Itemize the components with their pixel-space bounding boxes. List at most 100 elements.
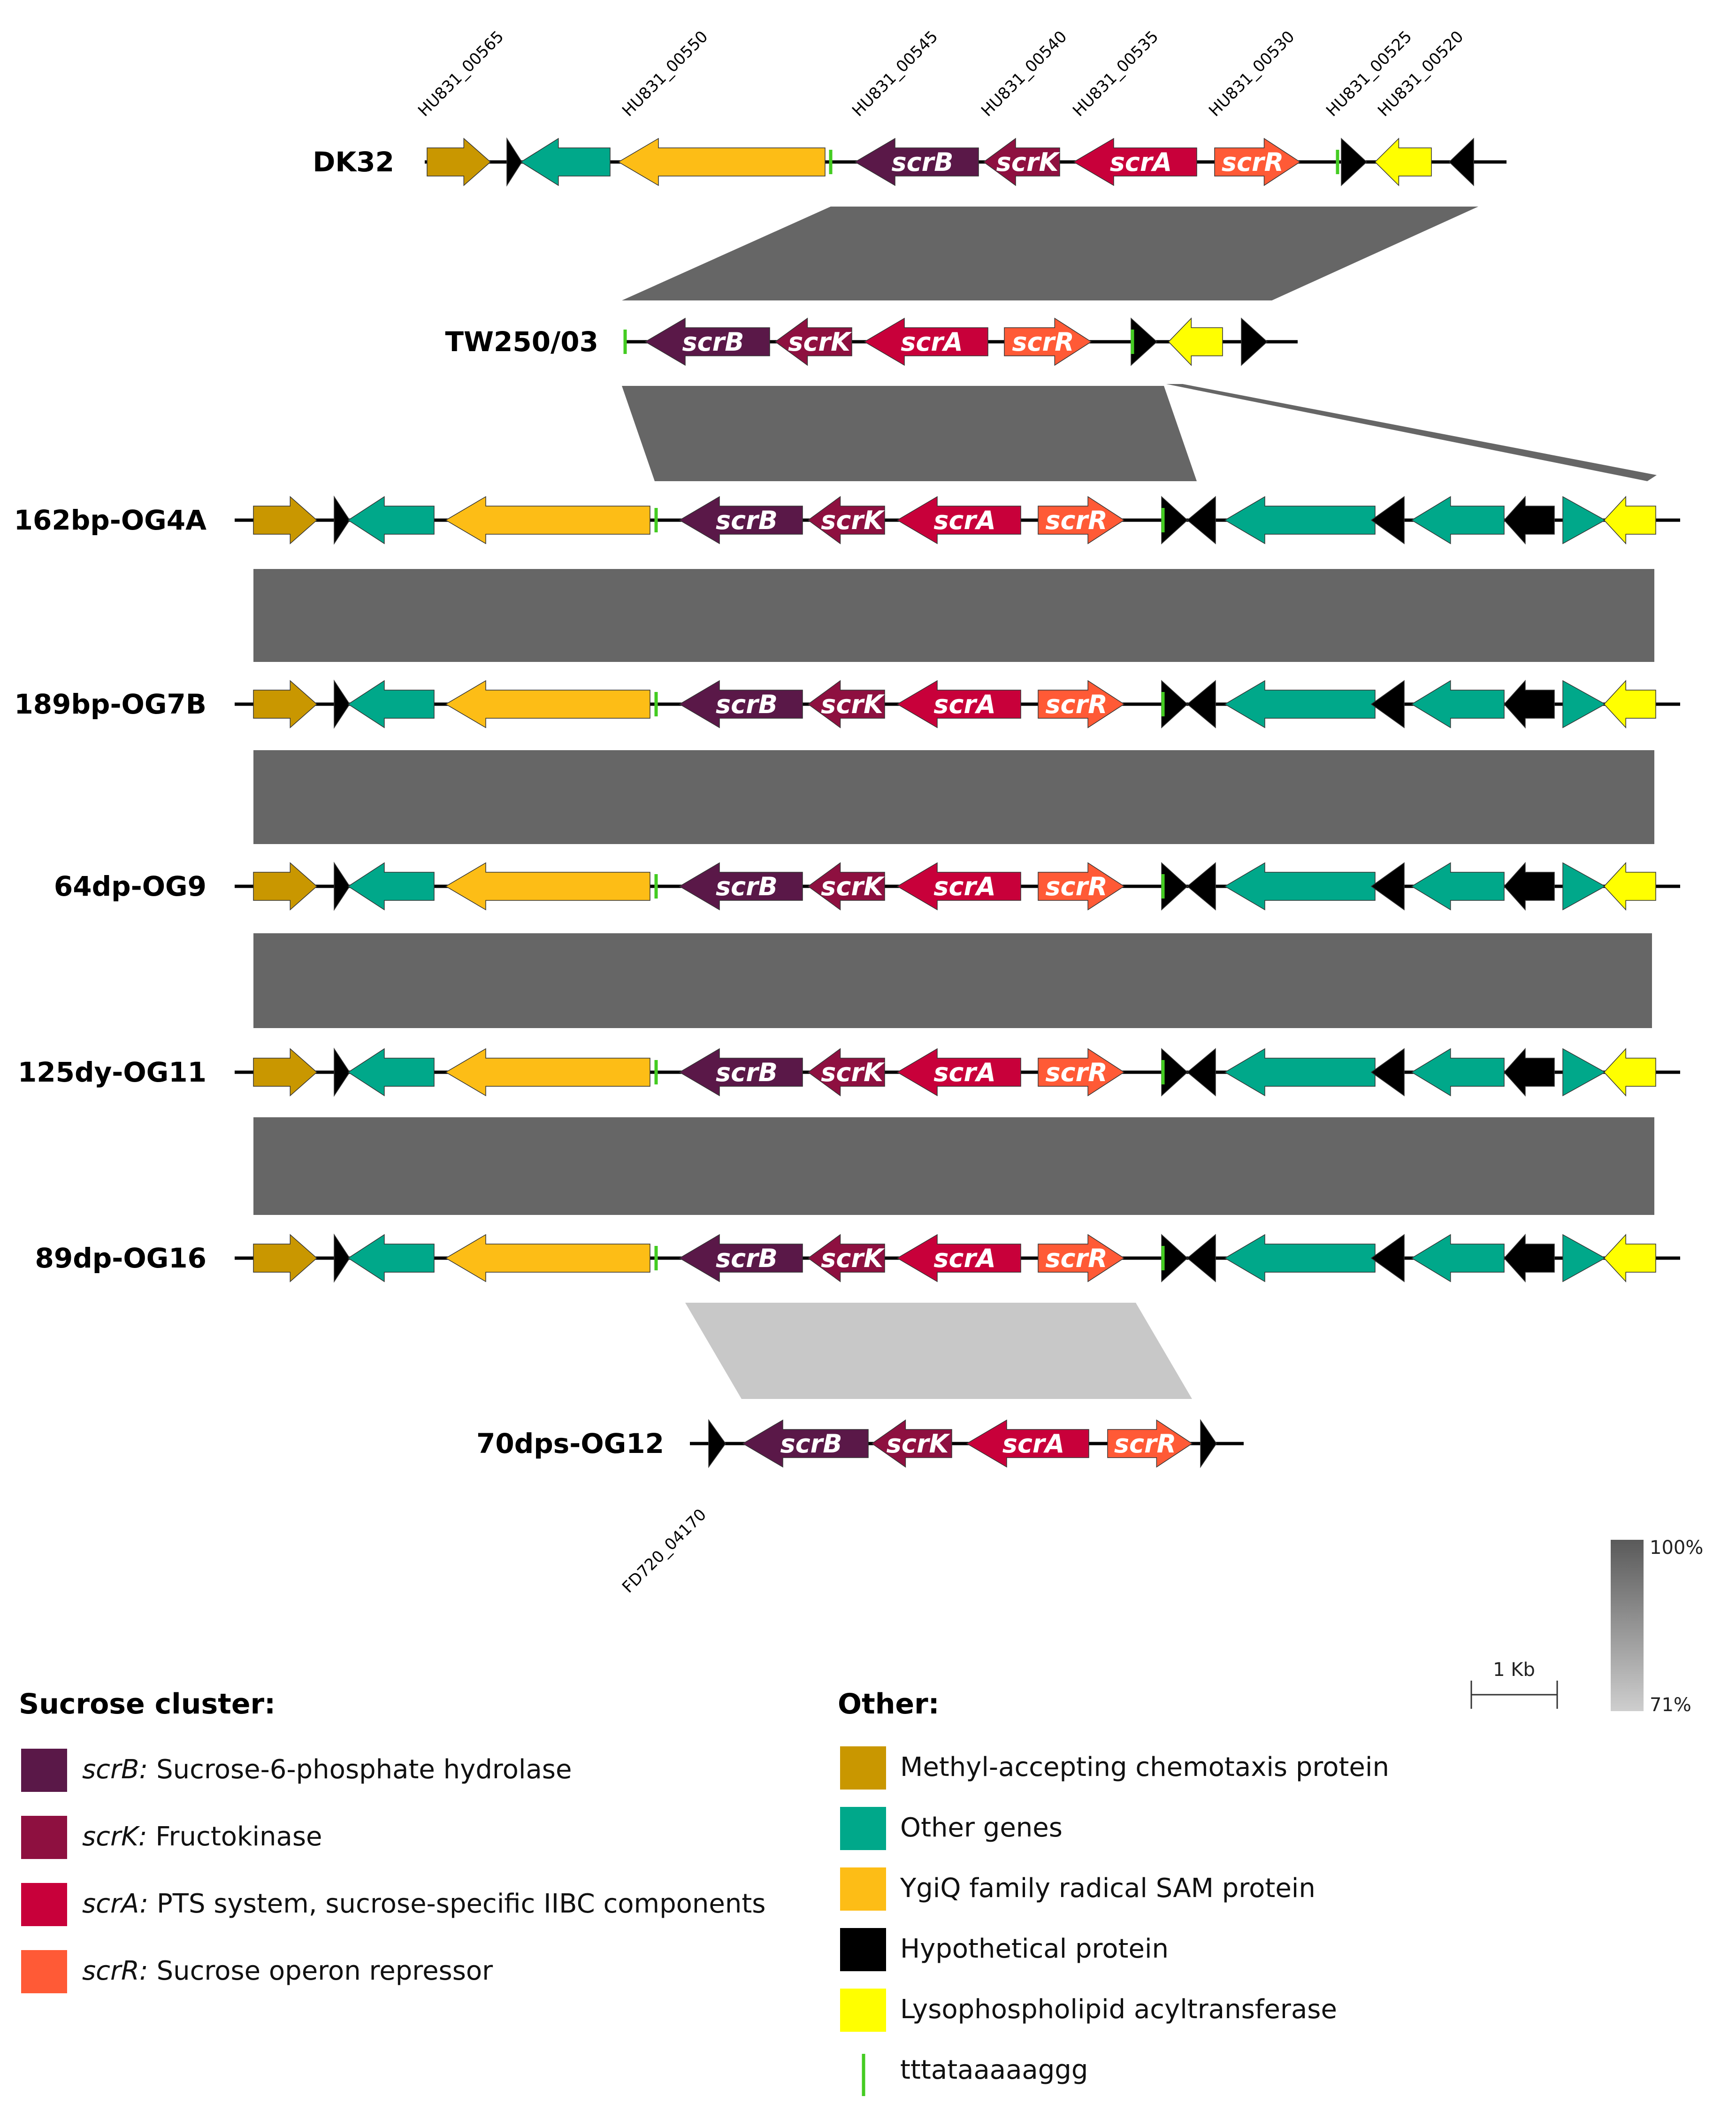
gene-name-scrR: scrR [1045, 1058, 1107, 1087]
gene-arrow-hyp [708, 1419, 726, 1468]
gene-arrow-scrB [854, 138, 979, 186]
gene-arrow-scrR [1038, 680, 1125, 729]
legend-swatch-lyso [840, 1989, 886, 2032]
gene-arrow-scrR [1038, 496, 1125, 545]
gene-arrow-lyso [1603, 862, 1656, 911]
gene-arrow-hyp [1186, 680, 1216, 729]
gene-arrow-scrB [742, 1419, 869, 1468]
legend-swatch-mcp [840, 1746, 886, 1790]
gene-arrow-scrK [774, 317, 852, 366]
gene-arrow-hyp [1161, 862, 1188, 911]
gene-arrow-scrA [896, 1234, 1021, 1283]
legend-item-scrA: scrA: PTS system, sucrose-specific IIBC … [82, 1889, 765, 1919]
gene-name-scrB: scrB [716, 872, 778, 901]
homology-band-og4a-og7b [253, 569, 1654, 662]
gene-arrow-scrB [644, 317, 770, 366]
gene-arrow-ygiq [618, 138, 826, 186]
gene-arrow-hyp [1131, 317, 1158, 366]
gene-name-scrR: scrR [1045, 1244, 1107, 1273]
gene-arrow-scrR [1004, 317, 1092, 366]
gene-name-scrA: scrA [1002, 1429, 1065, 1459]
gene-name-scrR: scrR [1114, 1429, 1176, 1459]
gene-arrow-scrK [807, 680, 885, 729]
gene-arrow-mcp [253, 680, 318, 729]
gene-arrow-lyso [1168, 317, 1223, 366]
locus-tag: HU831_00525 [1323, 27, 1415, 120]
legend-swatch-hyp [840, 1928, 886, 1971]
homology-band-og9-og11 [253, 933, 1652, 1028]
identity-max-label: 100% [1650, 1537, 1703, 1559]
legend-item-mcp: Methyl-accepting chemotaxis protein [900, 1752, 1389, 1782]
gene-arrow-scrK [807, 1234, 885, 1283]
gene-arrow-other [1562, 680, 1606, 729]
track-label: DK32 [313, 146, 394, 178]
gene-arrow-hyp [334, 495, 350, 545]
gene-arrow-ygiq [445, 680, 650, 729]
gene-arrow-scrA [896, 1048, 1021, 1097]
gene-name-scrB: scrB [716, 1058, 778, 1087]
gene-arrow-scrB [679, 1234, 803, 1283]
legend-swatch-scrB [21, 1749, 67, 1792]
gene-name-scrK: scrK [887, 1429, 951, 1459]
gene-arrow-hyp [334, 1233, 350, 1283]
gene-arrow-hyp [1370, 496, 1405, 545]
legend-item-scrK: scrK: Fructokinase [82, 1821, 322, 1852]
track-label: TW250/03 [445, 326, 598, 358]
gene-arrow-scrA [896, 680, 1021, 729]
gene-arrow-other [347, 496, 435, 545]
gene-arrow-hyp [1186, 496, 1216, 545]
locus-tag: FD720_04170 [619, 1505, 710, 1597]
track-label: 162bp-OG4A [14, 504, 206, 536]
gene-name-scrA: scrA [933, 1244, 996, 1273]
gene-arrow-other [1411, 1048, 1505, 1097]
gene-arrow-other [1224, 1234, 1376, 1283]
gene-arrow-scrR [1038, 1048, 1125, 1097]
gene-name-scrR: scrR [1045, 506, 1107, 535]
gene-name-scrK: scrK [821, 506, 885, 535]
gene-arrow-other [1224, 1048, 1376, 1097]
gene-name-scrA: scrA [933, 1058, 996, 1087]
gene-arrow-hyp [1161, 496, 1188, 545]
gene-arrow-mcp [253, 862, 318, 911]
gene-arrow-other [1562, 496, 1606, 545]
gene-arrow-hyp [1186, 1234, 1216, 1283]
gene-arrow-scrB [679, 680, 803, 729]
gene-arrow-scrB [679, 496, 803, 545]
gene-arrow-other [1562, 862, 1606, 911]
legend-item-scrR: scrR: Sucrose operon repressor [82, 1956, 493, 1986]
gene-name-scrB: scrB [682, 327, 744, 357]
homology-band-tw250-og4a-tail [1166, 384, 1657, 481]
gene-name-scrA: scrA [933, 872, 996, 901]
track-label: 125dy-OG11 [18, 1056, 206, 1088]
gene-name-scrB: scrB [716, 690, 778, 719]
identity-min-label: 71% [1650, 1694, 1691, 1716]
gene-name-scrA: scrA [1110, 147, 1172, 177]
gene-arrow-scrB [679, 1048, 803, 1097]
legend-swatch-other [840, 1807, 886, 1850]
gene-arrow-hyp [1161, 680, 1188, 729]
gene-arrow-hyp [1200, 1419, 1217, 1468]
gene-arrow-hyp [1341, 138, 1368, 186]
gene-arrow-lyso [1374, 138, 1432, 186]
gene-arrow-other [1411, 1234, 1505, 1283]
gene-name-scrK: scrK [821, 1244, 885, 1273]
gene-name-scrB: scrB [780, 1429, 842, 1459]
gene-arrow-scrA [1073, 138, 1197, 186]
locus-tag: HU831_00535 [1069, 27, 1162, 120]
gene-name-scrK: scrK [996, 147, 1061, 177]
gene-arrow-scrK [807, 862, 885, 911]
gene-arrow-ygiq [445, 496, 650, 545]
identity-gradient-bar [1611, 1540, 1644, 1711]
locus-tag: HU831_00540 [978, 27, 1071, 120]
gene-name-scrR: scrR [1045, 690, 1107, 719]
gene-arrow-mcp [253, 1234, 318, 1283]
legend-swatch-scrA [21, 1883, 67, 1926]
gene-arrow-scrA [966, 1419, 1089, 1468]
homology-band-dk32-tw250 [622, 207, 1478, 300]
